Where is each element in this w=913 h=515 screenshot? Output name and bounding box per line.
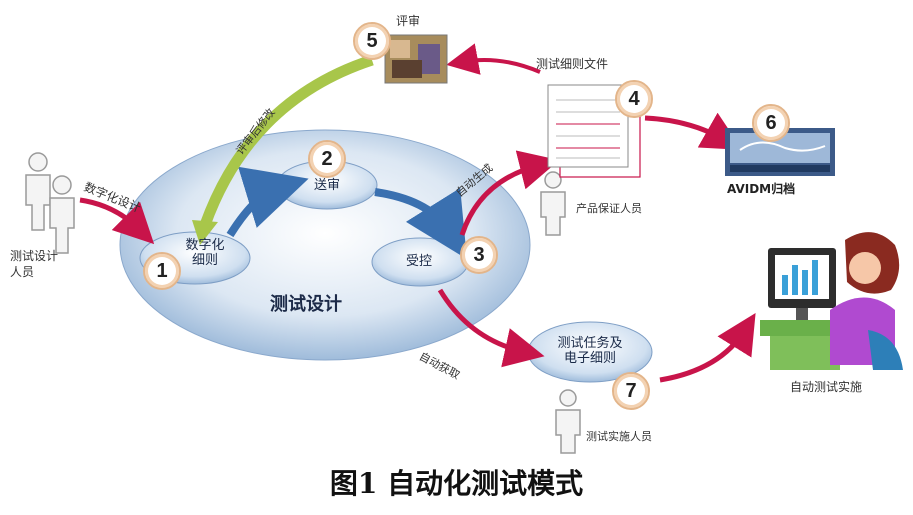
arrow-node4-to-node5: [446, 43, 541, 75]
test-designer-figures: [25, 152, 75, 254]
node-3-label: 受控: [405, 254, 432, 269]
tester-workstation: [760, 232, 903, 370]
arrow-node3-to-node7: [437, 288, 545, 368]
arrow-2-to-3: [374, 187, 467, 260]
node-1-label: 数字化 细则: [170, 238, 240, 268]
test-executor-figure: [555, 389, 581, 454]
arrow-1-to-2: [226, 166, 309, 238]
avidm-screen: [725, 128, 835, 176]
node-7-label-line1: 测试任务及: [557, 336, 623, 351]
arrow-designer-to-node1: [79, 197, 155, 245]
label-test-designer: 测试设计人员: [10, 249, 59, 279]
product-assurance-figure: [540, 171, 566, 236]
arrow-node3-to-node4: [459, 150, 560, 236]
label-auto-test-execute: 自动测试实施: [790, 380, 863, 394]
node-2-label: 送审: [313, 178, 340, 193]
figure-caption: 图1 自动化测试模式: [329, 467, 584, 500]
arrow-node4-to-node6: [644, 112, 743, 150]
node-7-number: 7: [612, 372, 650, 410]
label-avidm-archive: AVIDM归档: [727, 182, 796, 196]
node-5-number: 5: [353, 22, 391, 60]
node-1-number: 1: [143, 252, 181, 290]
node-3-number: 3: [460, 236, 498, 274]
label-review: 评审: [396, 14, 421, 28]
arrow-node7-to-tester: [659, 313, 756, 383]
label-product-assurance: 产品保证人员: [576, 202, 642, 215]
center-title: 测试设计: [270, 294, 342, 315]
review-photo: [384, 34, 448, 84]
label-test-detail-docs: 测试细则文件: [536, 57, 609, 71]
label-test-executor: 测试实施人员: [586, 430, 652, 443]
node-4-number: 4: [615, 80, 653, 118]
green-arrow-head: [192, 220, 218, 245]
node-6-number: 6: [752, 104, 790, 142]
node-7-label-line2: 电子细则: [563, 351, 616, 366]
node-1-label-line2: 细则: [191, 253, 218, 268]
node-7-label: 测试任务及 电子细则: [548, 336, 632, 366]
node-1-label-line1: 数字化: [185, 238, 225, 253]
arrow-review-to-node1: [199, 54, 374, 227]
node-2-number: 2: [308, 140, 346, 178]
